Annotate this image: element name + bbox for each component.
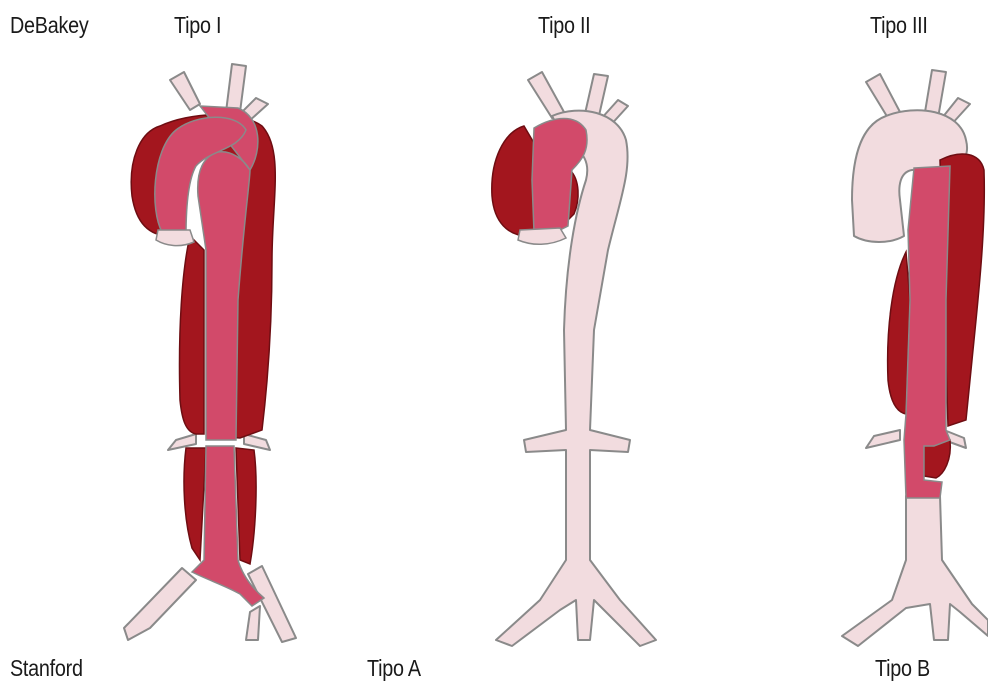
arch-vessel [528,72,564,118]
arch-vessel [866,74,900,118]
aortic-root [156,230,194,246]
aorta-lower [842,496,988,646]
false-lumen-left-descending [179,236,204,434]
aorta-tipo-iii [842,70,988,646]
renal-branch [866,430,900,448]
aorta-tipo-ii [492,72,656,646]
aortic-root [518,228,566,244]
aorta-tipo-i [124,64,296,642]
